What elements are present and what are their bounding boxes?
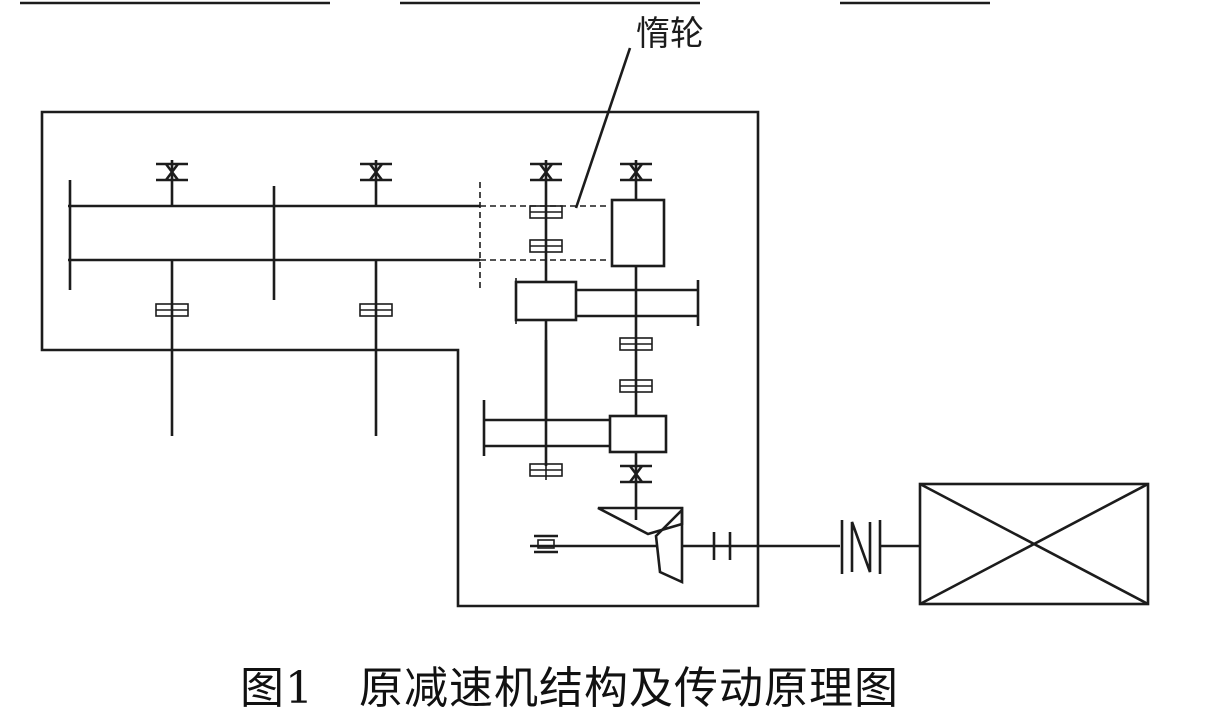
middle-gear-pair [514, 278, 700, 326]
shafts [170, 160, 638, 520]
idler-gear-label: 惰轮 [636, 14, 704, 54]
figure-caption: 图1 原减速机结构及传动原理图 [240, 663, 899, 714]
idler-gear-pair [610, 198, 666, 268]
bevel-gear-set [530, 506, 684, 585]
idler-leader-line [574, 47, 632, 209]
coupling [840, 520, 882, 574]
gearbox-housing [40, 110, 760, 608]
input-shaft [682, 532, 920, 560]
lower-gear-pair [482, 400, 668, 456]
top-bearings [156, 162, 652, 182]
box-bearings [155, 202, 653, 554]
motor-box [918, 482, 1150, 606]
